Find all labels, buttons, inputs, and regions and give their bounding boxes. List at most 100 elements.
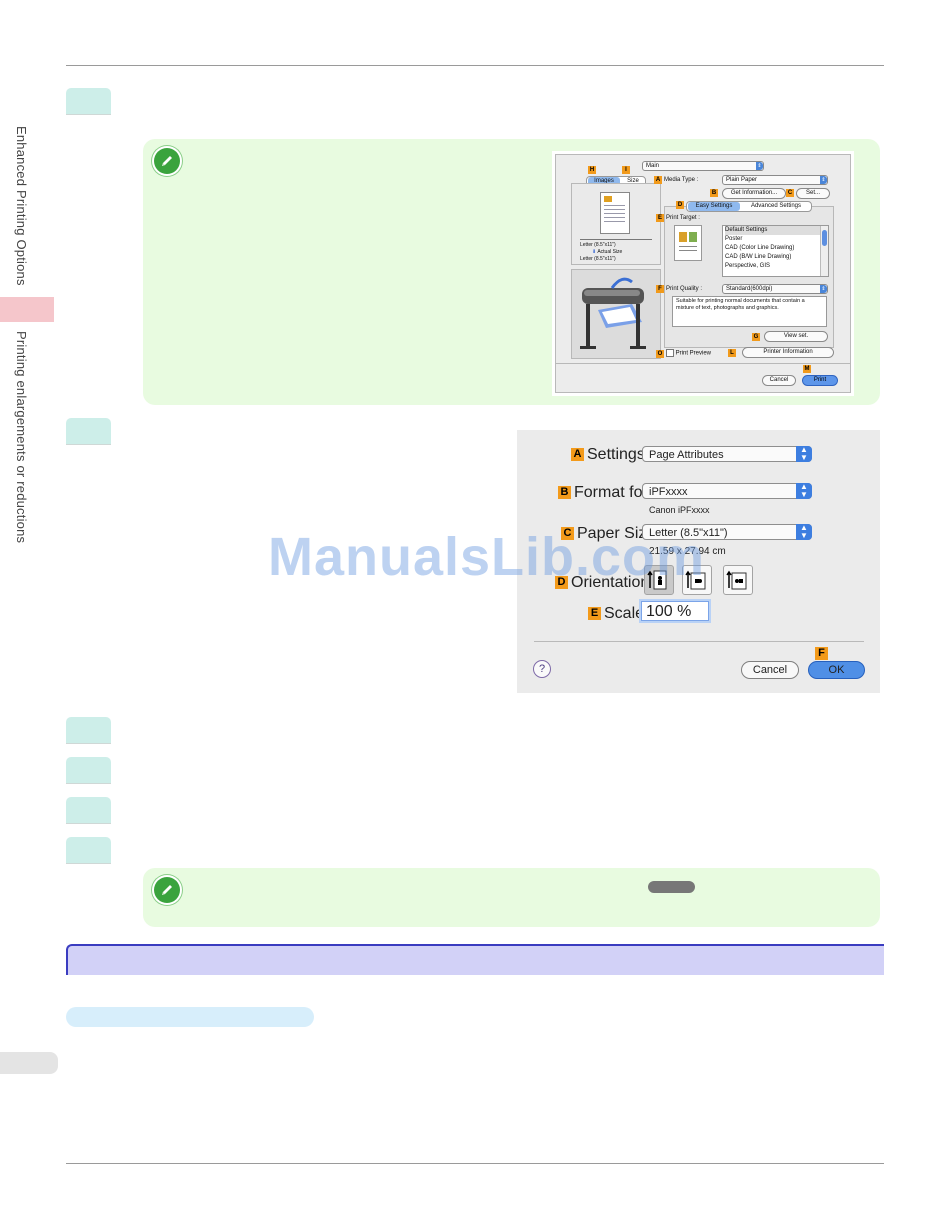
scale-label: Scale: (604, 605, 649, 622)
arrow-down-icon: ⬇ (592, 249, 597, 255)
page-number-tab (0, 1052, 58, 1074)
list-item[interactable]: Default Settings (725, 226, 828, 235)
print-dialog-screenshot: Main⇕ H I Images Size Letter (8.5"x11") … (555, 154, 851, 393)
page-preview-area: Letter (8.5"x11") ⬇ Actual Size Letter (… (571, 183, 661, 265)
reference-link-pill[interactable] (648, 881, 695, 893)
callout-f: F (656, 285, 664, 293)
orientation-reverse-landscape-button[interactable] (723, 565, 753, 595)
size-info: Letter (8.5"x11") ⬇ Actual Size Letter (… (580, 242, 622, 263)
quality-description: Suitable for printing normal documents t… (672, 296, 827, 327)
print-quality-popup[interactable]: Standard(600dpi)⇕ (722, 284, 828, 294)
callout-b: B (710, 189, 718, 197)
callout-f: F (815, 647, 828, 661)
callout-d: D (676, 201, 684, 209)
cancel-button[interactable]: Cancel (741, 661, 799, 679)
callout-m: M (803, 365, 811, 373)
settings-label: Settings: (587, 446, 650, 463)
callout-l: L (728, 349, 736, 357)
note-box (143, 868, 880, 927)
view-set-button[interactable]: View set. (764, 331, 828, 342)
tab-images[interactable]: Images (588, 177, 620, 186)
print-preview-label: Print Preview (675, 350, 712, 357)
reverse-landscape-icon (726, 570, 747, 590)
callout-c: C (786, 189, 794, 197)
list-item[interactable]: CAD (Color Line Drawing) (725, 245, 795, 251)
media-type-value: Plain Paper (726, 177, 758, 183)
callout-a: A (571, 448, 584, 462)
printer-information-button[interactable]: Printer Information (742, 347, 834, 358)
tab-size[interactable]: Size (627, 178, 639, 184)
callout-g: G (752, 333, 760, 341)
callout-e: E (656, 214, 664, 222)
cancel-button[interactable]: Cancel (762, 375, 796, 386)
help-button[interactable]: ? (533, 660, 551, 678)
step-marker (66, 757, 111, 784)
subsection-heading-pill (66, 1007, 314, 1027)
print-target-label: Print Target : (666, 215, 700, 221)
side-section-label: Printing enlargements or reductions (14, 331, 29, 544)
step-marker (66, 418, 111, 445)
print-button[interactable]: Print (802, 375, 838, 386)
list-item[interactable]: Poster (725, 236, 743, 242)
media-type-label: Media Type : (664, 177, 699, 183)
tab-easy-settings[interactable]: Easy Settings (688, 202, 740, 211)
format-for-printer: Canon iPFxxxx (649, 505, 710, 515)
format-for-value: iPFxxxx (649, 486, 688, 498)
print-target-thumbnail (674, 225, 702, 261)
tab-advanced-settings[interactable]: Advanced Settings (750, 203, 802, 209)
print-quality-label: Print Quality : (666, 286, 703, 292)
header-rule (66, 65, 884, 66)
orientation-landscape-button[interactable] (682, 565, 712, 595)
step-marker (66, 797, 111, 824)
settings-popup[interactable]: Page Attributes▲▼ (642, 446, 812, 462)
ok-button[interactable]: OK (808, 661, 865, 679)
orientation-portrait-button[interactable] (644, 565, 674, 595)
step-marker (66, 837, 111, 864)
callout-i: I (622, 166, 630, 174)
print-preview-checkbox[interactable] (666, 349, 674, 357)
callout-c: C (561, 527, 574, 541)
paper-size-value: Letter (8.5"x11") (649, 527, 728, 539)
paper-size-popup[interactable]: Letter (8.5"x11")▲▼ (642, 524, 812, 540)
set-button[interactable]: Set... (796, 188, 830, 199)
orientation-label: Orientation: (571, 574, 654, 591)
settings-value: Page Attributes (649, 449, 724, 461)
watermark: ManualsLib.com (268, 527, 706, 587)
printer-illustration (571, 269, 661, 359)
callout-o: O (656, 349, 664, 358)
format-for-popup[interactable]: iPFxxxx▲▼ (642, 483, 812, 499)
step-marker (66, 717, 111, 744)
note-pencil-icon (154, 148, 180, 174)
printer-icon (580, 277, 646, 349)
size-info-scale: Actual Size (597, 249, 623, 255)
list-item[interactable]: CAD (B/W Line Drawing) (725, 254, 792, 260)
panel-popup[interactable]: Main⇕ (642, 161, 764, 171)
step-marker (66, 88, 111, 115)
paper-size-label: Paper Size: (577, 525, 660, 542)
list-scrollbar[interactable] (820, 226, 828, 276)
page-thumbnail (600, 192, 630, 234)
portrait-icon (647, 570, 667, 590)
callout-b: B (558, 486, 571, 500)
scale-input[interactable]: 100 % (641, 601, 709, 621)
callout-a: A (654, 176, 662, 184)
callout-e: E (588, 607, 601, 621)
format-for-label: Format for: (574, 484, 653, 501)
side-chapter-marker (0, 297, 54, 322)
size-info-source: Letter (8.5"x11") (580, 242, 616, 248)
size-info-output: Letter (8.5"x11") (580, 256, 616, 262)
get-information-button[interactable]: Get Information... (722, 188, 786, 199)
note-pencil-icon (154, 877, 180, 903)
landscape-icon (685, 570, 706, 590)
media-type-popup[interactable]: Plain Paper⇕ (722, 175, 828, 185)
print-target-list[interactable]: Default Settings Poster CAD (Color Line … (722, 225, 829, 277)
list-item[interactable]: Perspective, GIS (725, 263, 771, 269)
callout-d: D (555, 576, 568, 590)
side-chapter-label: Enhanced Printing Options (14, 126, 29, 286)
mode-tabs: Easy Settings Advanced Settings (686, 201, 812, 212)
print-quality-value: Standard(600dpi) (726, 286, 773, 292)
